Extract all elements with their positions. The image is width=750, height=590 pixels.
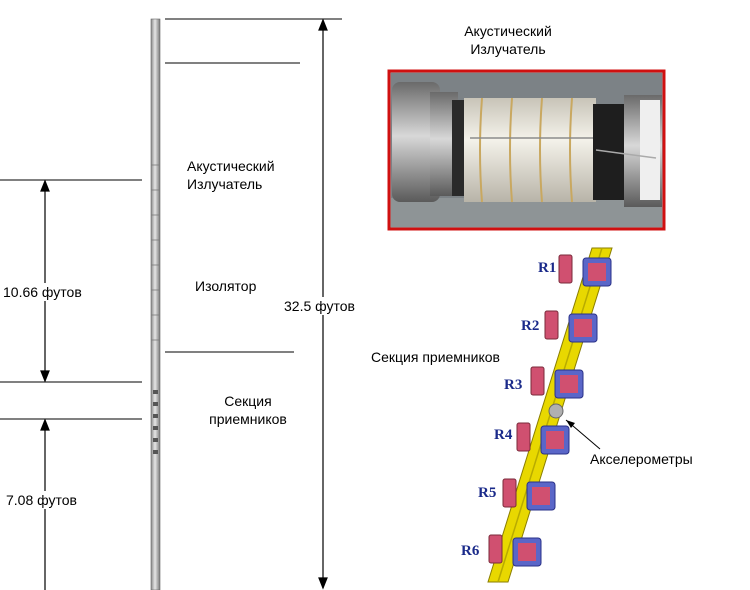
total-length-label: 32.5 футов	[284, 297, 355, 315]
receiver-module-4	[516, 422, 570, 455]
emitter-label: Акустический Излучатель	[187, 158, 275, 192]
receiver-label-r3: R3	[504, 377, 523, 393]
receiver-label-r1: R1	[538, 260, 557, 276]
dimension-upper	[40, 179, 50, 383]
receiver-label-r5: R5	[478, 485, 497, 501]
receiver-label-r2: R2	[521, 318, 540, 334]
receiver-section-label: Секция приемников	[209, 393, 287, 427]
top-title: Акустический Излучатель	[464, 23, 552, 57]
accelerometers-label: Акселерометры	[590, 451, 693, 467]
receiver-module-5	[502, 478, 556, 511]
isolator-label: Изолятор	[195, 278, 257, 294]
lower-length-label: 7.08 футов	[6, 491, 77, 509]
receiver-label-r6: R6	[461, 543, 480, 559]
receiver-section-right-label: Секция приемников	[371, 349, 500, 365]
emitter-photo	[387, 69, 666, 231]
tool-string	[150, 18, 161, 590]
receiver-label-r4: R4	[494, 427, 513, 443]
receiver-module-3	[530, 366, 584, 419]
receiver-module-2	[544, 310, 598, 343]
accelerometer	[548, 403, 564, 419]
receiver-module-1	[558, 254, 612, 287]
reference-lines	[0, 18, 342, 420]
receiver-module-6	[488, 534, 542, 567]
receiver-modules	[488, 254, 612, 567]
upper-length-label: 10.66 футов	[3, 283, 82, 301]
